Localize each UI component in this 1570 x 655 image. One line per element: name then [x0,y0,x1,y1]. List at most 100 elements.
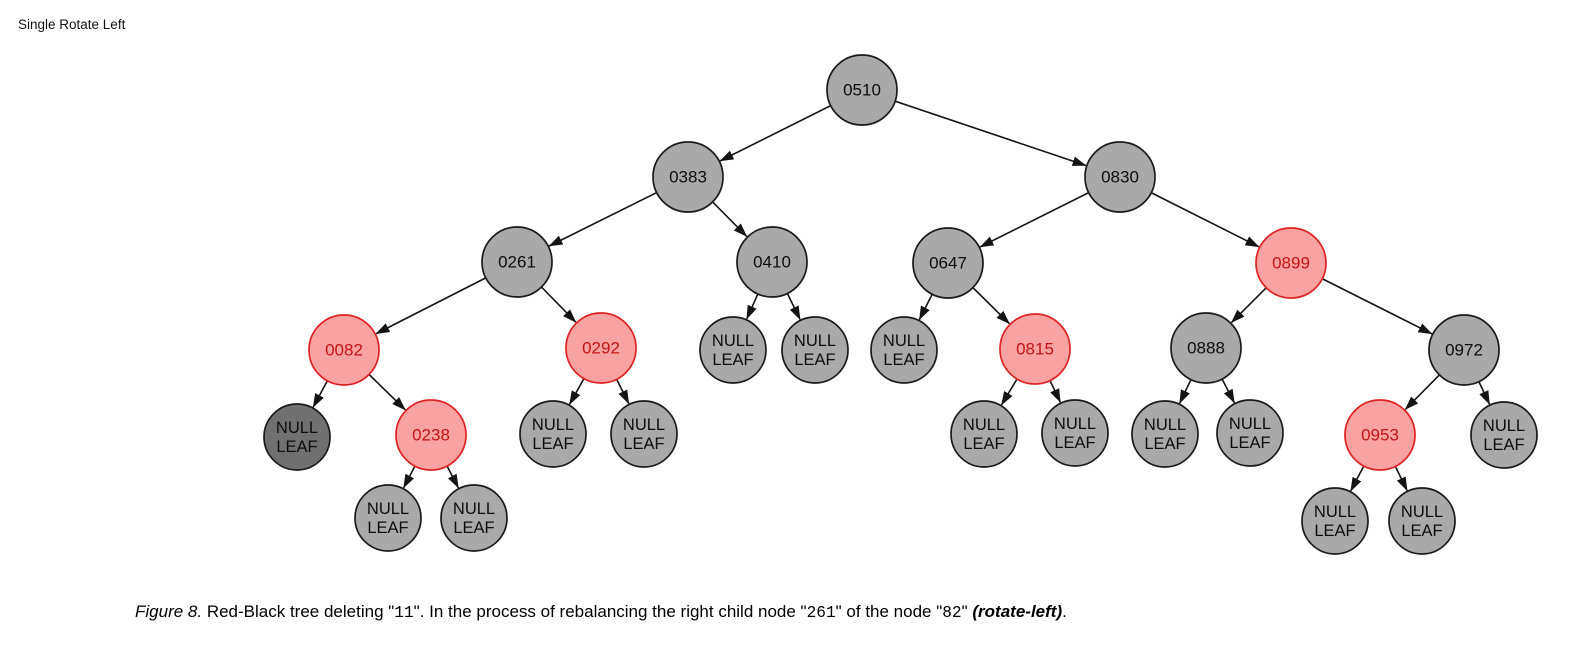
node-label: 0647 [929,254,967,273]
node-circle [1344,399,1416,471]
caption-segment: (rotate-left) [972,602,1063,621]
tree-node-0292: 0292 [565,312,637,384]
node-circle [1170,312,1242,384]
null-leaf-circle [950,400,1018,468]
tree-node-0815: 0815 [999,313,1071,385]
node-label: 0953 [1361,426,1399,445]
node-circle [308,314,380,386]
tree-node-0830: 0830 [1084,141,1156,213]
tree-node-0972: 0972 [1428,314,1500,386]
tree-edge-n510-n830 [861,89,1087,167]
tree-node-0888: 0888 [1170,312,1242,384]
caption-segment: ". In the process of rebalancing the rig… [413,602,807,621]
node-label: 0082 [325,341,363,360]
null-leaf-circle [870,316,938,384]
null-leaf-circle [1301,487,1369,555]
node-circle [912,227,984,299]
node-circle [826,54,898,126]
node-circle [999,313,1071,385]
figure-caption: Figure 8. Red-Black tree deleting "11". … [135,601,1067,624]
tree-node-0082: 0082 [308,314,380,386]
null-leaf-circle [263,403,331,471]
tree-node-0410: 0410 [736,226,808,298]
tree-node-0899: 0899 [1255,227,1327,299]
tree-node-0510: 0510 [826,54,898,126]
node-circle [1428,314,1500,386]
node-label: 0383 [669,168,707,187]
caption-segment: Figure 8. [135,602,203,621]
node-label: 0238 [412,426,450,445]
node-label: 0261 [498,253,536,272]
node-label: 0899 [1272,254,1310,273]
null-leaf-circle [519,400,587,468]
caption-segment: " [961,602,973,621]
null-leaf-circle [1041,399,1109,467]
tree-node-0647: 0647 [912,227,984,299]
node-circle [652,141,724,213]
tree-node-0953: 0953 [1344,399,1416,471]
node-label: 0410 [753,253,791,272]
caption-segment: 11 [394,604,414,622]
caption-segment: Red-Black tree deleting " [202,602,395,621]
tree-node-0261: 0261 [481,226,553,298]
null-leaf-circle [610,400,678,468]
null-leaf-circle [1470,401,1538,469]
node-circle [1084,141,1156,213]
node-circle [481,226,553,298]
caption-segment: " of the node " [835,602,943,621]
null-leaf-circle [440,484,508,552]
node-circle [395,399,467,471]
node-label: 0830 [1101,168,1139,187]
node-label: 0815 [1016,340,1054,359]
node-circle [565,312,637,384]
caption-segment: 261 [806,604,836,622]
node-label: 0292 [582,339,620,358]
node-label: 0510 [843,81,881,100]
tree-node-0383: 0383 [652,141,724,213]
null-leaf-circle [699,316,767,384]
diagram-title: Single Rotate Left [18,17,126,32]
caption-segment: . [1062,602,1067,621]
node-label: 0888 [1187,339,1225,358]
node-label: 0972 [1445,341,1483,360]
caption-segment: 82 [942,604,962,622]
node-circle [1255,227,1327,299]
null-leaf-circle [1388,487,1456,555]
node-circle [736,226,808,298]
null-leaf-circle [781,316,849,384]
null-leaf-circle [1216,399,1284,467]
tree-node-0238: 0238 [395,399,467,471]
null-leaf-circle [354,484,422,552]
